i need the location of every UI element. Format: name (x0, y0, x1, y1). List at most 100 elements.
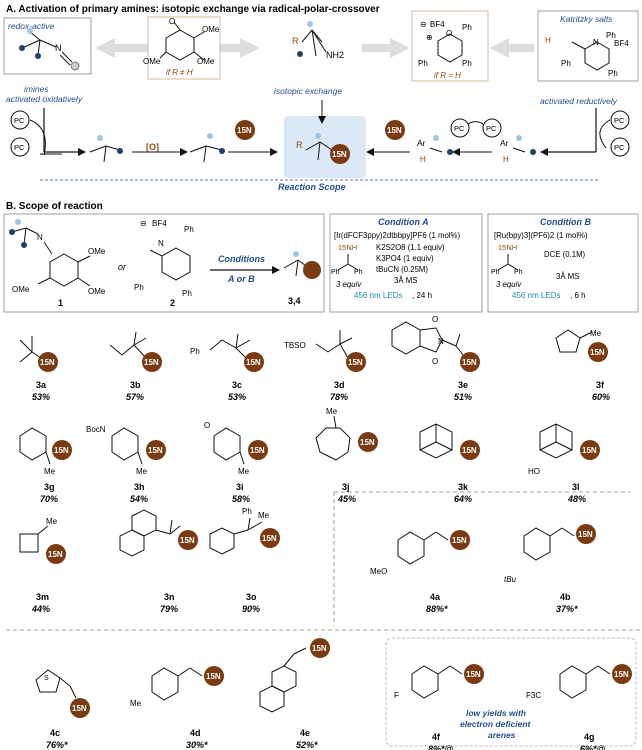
n15-label-3d: 15N (348, 358, 363, 367)
pc-label: PC (486, 124, 497, 133)
compound-id-4a: 4a (430, 592, 441, 602)
condition-a-catalyst: [Ir(dFCF3ppy)2dtbbpy]PF6 (1 mol%) (334, 231, 460, 240)
r-group: R (296, 140, 303, 150)
compound-yield-4e: 52%* (296, 740, 318, 750)
n15-label-3m: 15N (48, 550, 63, 559)
compound-id-3j: 3j (342, 482, 350, 492)
n15-label: 15N (387, 126, 402, 135)
ph-label: Ph (561, 59, 571, 68)
reaction-scope-label: Reaction Scope (278, 182, 346, 192)
cf3-label: F3C (526, 691, 541, 700)
n15-ball-3k (460, 440, 480, 460)
pyrylium-box (411, 10, 489, 82)
pc-label: PC (614, 143, 625, 152)
me-label: Me (238, 467, 250, 476)
svg-text:N: N (438, 337, 444, 346)
structure-4c (35, 669, 77, 699)
condition-a-oxidant: K2S2O8 (1.1 equiv) (376, 243, 445, 252)
grey-arrow-left (95, 38, 150, 58)
katritzky-label: Katritzky salts (560, 14, 613, 24)
nh2-label: NH2 (326, 50, 344, 60)
condition-r-is-h: if R = H (434, 71, 461, 80)
redox-active-label: redox-active (8, 21, 55, 31)
alkyl-dot (35, 53, 41, 59)
n15-label-4f: 15N (466, 670, 481, 679)
structure-3c (209, 333, 251, 361)
n15-label-3i: 15N (250, 446, 265, 455)
condition-a-equiv: 3 equiv (336, 280, 362, 289)
structure-3a (19, 336, 45, 363)
n15-label-3g: 15N (54, 446, 69, 455)
n15-ball-3m (46, 544, 66, 564)
n15-ball-3c (244, 352, 264, 372)
pyrylium-structure (437, 33, 463, 63)
ph-label: Ph (606, 31, 616, 40)
ar-label: Ar (500, 138, 509, 148)
condition-b-reagent: 15NH (498, 243, 517, 252)
n15-label-4d: 15N (206, 672, 221, 681)
note-line-1: low yields with (466, 708, 526, 718)
ph-label: Ph (418, 59, 428, 68)
bf4-label: BF4 (152, 219, 167, 228)
compound-id-3e: 3e (458, 380, 468, 390)
compound-id-3m: 3m (36, 592, 49, 602)
n15-label-4g: 15N (614, 670, 629, 679)
n15-ball-4f (464, 664, 484, 684)
compound-id-3o: 3o (246, 592, 257, 602)
structure-3h (111, 427, 143, 465)
n15-ball-4b (576, 524, 596, 544)
condition-b-solvent: DCE (0.1M) (544, 250, 586, 259)
condition-b-catalyst: [Ru(bpy)3](PF6)2 (1 mol%) (494, 231, 588, 240)
iminyl-radical (89, 145, 121, 163)
katritzky-box (537, 10, 639, 82)
pc-label: PC (14, 143, 25, 152)
structure-3l (539, 423, 573, 459)
n15-label-3f: 15N (590, 348, 605, 357)
n15-ball-3n (178, 530, 198, 550)
svg-text:O: O (446, 29, 452, 38)
n15-ball-3l (580, 440, 600, 460)
me-label: Me (46, 517, 58, 526)
me-label: Me (136, 467, 148, 476)
compound-yield-3k: 64% (454, 494, 472, 504)
ph-label: Ph (462, 23, 472, 32)
note-line-2: electron deficient (460, 719, 532, 729)
s-label: S (44, 675, 49, 682)
bf4-label: BF4 (614, 39, 629, 48)
structure-3g (19, 427, 51, 465)
isotopic-exchange-label: isotopic exchange (274, 86, 342, 96)
condition-a-title: Condition A (378, 217, 429, 227)
compound-id-3g: 3g (44, 482, 55, 492)
n15-label-3a: 15N (40, 358, 55, 367)
condition-a-light: 456 nm LEDs (354, 291, 402, 300)
compound-yield-4b: 37%* (556, 604, 578, 614)
compound-id-4g: 4g (584, 732, 595, 742)
pc-label: PC (454, 124, 465, 133)
me-label: Me (326, 407, 338, 416)
structure-3d (315, 330, 353, 359)
compounds-layer: 15N3a53%15N3b57%15N3c53%15N3d78%15N3e51%… (31, 342, 632, 750)
compound-yield-4f: 8%*@ (428, 744, 454, 750)
n15-label-4e: 15N (312, 644, 327, 653)
n15-label-3e: 15N (462, 358, 477, 367)
compound-id-3f: 3f (596, 380, 605, 390)
svg-text:N: N (593, 38, 599, 47)
n15-ball-3i (248, 440, 268, 460)
compound-id-3h: 3h (134, 482, 145, 492)
sm-2-label: 2 (170, 298, 175, 308)
me-label: Me (590, 329, 602, 338)
structure-3j (315, 415, 351, 461)
aldehyde-structure (159, 21, 205, 61)
sm-1-label: 1 (58, 298, 63, 308)
reaction-scope-box (284, 116, 366, 178)
compound-id-3a: 3a (36, 380, 47, 390)
ph-label: Ph (190, 347, 200, 356)
structure-4e (259, 647, 307, 713)
grey-arrow-mid-left (205, 38, 260, 58)
carbocation (189, 145, 223, 163)
ome-label: OMe (12, 285, 30, 294)
compound-yield-4a: 88%* (426, 604, 448, 614)
svg-text:N: N (37, 233, 43, 242)
o-label: O (432, 315, 438, 324)
